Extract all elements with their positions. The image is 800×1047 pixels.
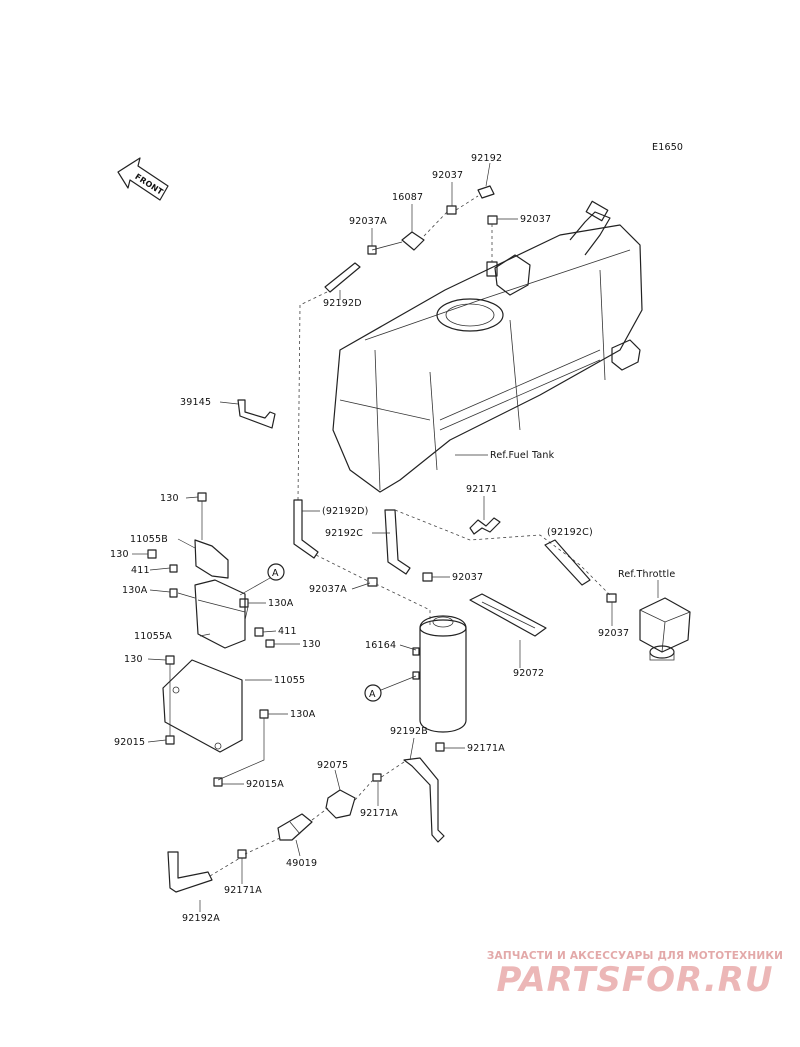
leader-lines [132,162,613,912]
watermark: ЗАПЧАСТИ И АКСЕССУАРЫ ДЛЯ МОТОТЕХНИКИ PA… [470,950,800,1000]
label-92192D-ref: (92192D) [322,506,369,517]
throttle-body: Ref.Throttle [618,569,691,661]
label-92171A: 92171A [467,743,505,754]
label-92015: 92015 [114,737,145,748]
fuel-tank: Ref.Fuel Tank [332,200,643,493]
label-11055: 11055 [274,675,305,686]
diagram-code: E1650 [652,142,683,153]
label-16164: 16164 [365,640,396,651]
evap-canister [412,593,547,733]
label-92037: 92037 [452,572,483,583]
label-130A: 130A [122,585,148,596]
ref-throttle: Ref.Throttle [618,569,675,580]
label-130A: 130A [290,709,316,720]
label-92171A: 92171A [224,885,262,896]
vent-hose-assembly [297,185,498,501]
label-92171: 92171 [466,484,497,495]
label-49019: 49019 [286,858,317,869]
label-130: 130 [124,654,143,665]
part-labels: 92192 92037 16087 92037A 92037 92192D 39… [110,153,629,924]
label-130A: 130A [268,598,294,609]
label-92037A: 92037A [309,584,347,595]
label-16087: 16087 [392,192,423,203]
label-92192D: 92192D [323,298,362,309]
clamp-39145 [237,399,276,429]
ref-fuel-tank: Ref.Fuel Tank [490,450,555,461]
label-92037: 92037 [598,628,629,639]
label-11055B: 11055B [130,534,168,545]
label-92192C: 92192C [325,528,363,539]
svg-text:A: A [272,568,279,579]
label-130: 130 [110,549,129,560]
circle-marker-a-bottom: A [364,675,417,702]
label-11055A: 11055A [134,631,172,642]
label-130: 130 [302,639,321,650]
lower-fuel-line [167,742,445,893]
circle-marker-a-top: A [239,563,285,596]
label-411: 411 [278,626,297,637]
svg-text:A: A [369,689,376,700]
label-39145: 39145 [180,397,211,408]
label-92192C-ref: (92192C) [547,527,593,538]
label-92171A: 92171A [360,808,398,819]
label-92015A: 92015A [246,779,284,790]
watermark-tagline: ЗАПЧАСТИ И АКСЕССУАРЫ ДЛЯ МОТОТЕХНИКИ [486,950,784,962]
label-92192B: 92192B [390,726,428,737]
label-92075: 92075 [317,760,348,771]
label-92037A: 92037A [349,216,387,227]
front-arrow-icon: FRONT [117,157,169,201]
label-92192A: 92192A [182,913,220,924]
label-411: 411 [131,565,150,576]
label-92037: 92037 [520,214,551,225]
watermark-brand-logo: PARTSFOR.RU [496,960,774,1000]
label-92192: 92192 [471,153,502,164]
canister-hoses [293,499,617,625]
label-92037: 92037 [432,170,463,181]
label-130: 130 [160,493,179,504]
clip-92171 [469,517,501,535]
label-92072: 92072 [513,668,544,679]
